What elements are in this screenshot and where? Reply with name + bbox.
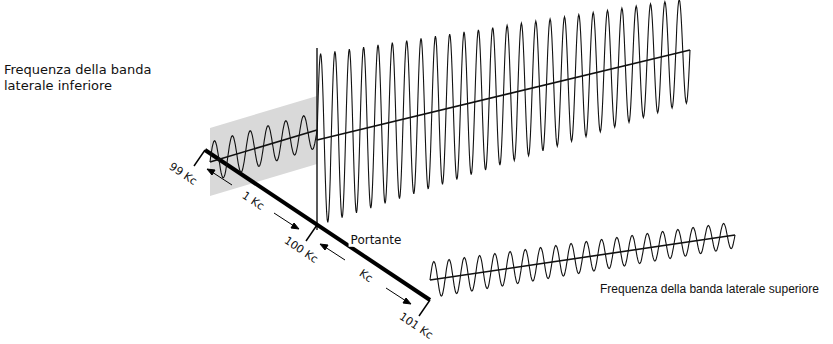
axis-ticks bbox=[194, 150, 430, 316]
frequency-interval: 1 Kc bbox=[238, 188, 268, 214]
wave-centerline bbox=[430, 235, 735, 280]
carrier-label: Portante bbox=[349, 233, 404, 247]
frequency-value: 101 Kc bbox=[395, 309, 437, 343]
sine-wave bbox=[210, 116, 317, 178]
sideband-label: Frequenza della banda laterale superiore bbox=[600, 282, 819, 296]
sideband-label: Frequenza della banda laterale inferiore bbox=[4, 62, 194, 93]
frequency-interval: Kc bbox=[355, 266, 377, 287]
wave-centerline bbox=[210, 130, 317, 162]
dimension-arrows bbox=[207, 169, 411, 304]
sideband-panel bbox=[210, 96, 317, 196]
waveforms bbox=[210, 0, 735, 296]
frequency-axis bbox=[205, 150, 430, 300]
frequency-value: 100 Kc bbox=[280, 233, 322, 267]
wave-centerline bbox=[317, 50, 690, 140]
sine-wave bbox=[317, 0, 690, 222]
